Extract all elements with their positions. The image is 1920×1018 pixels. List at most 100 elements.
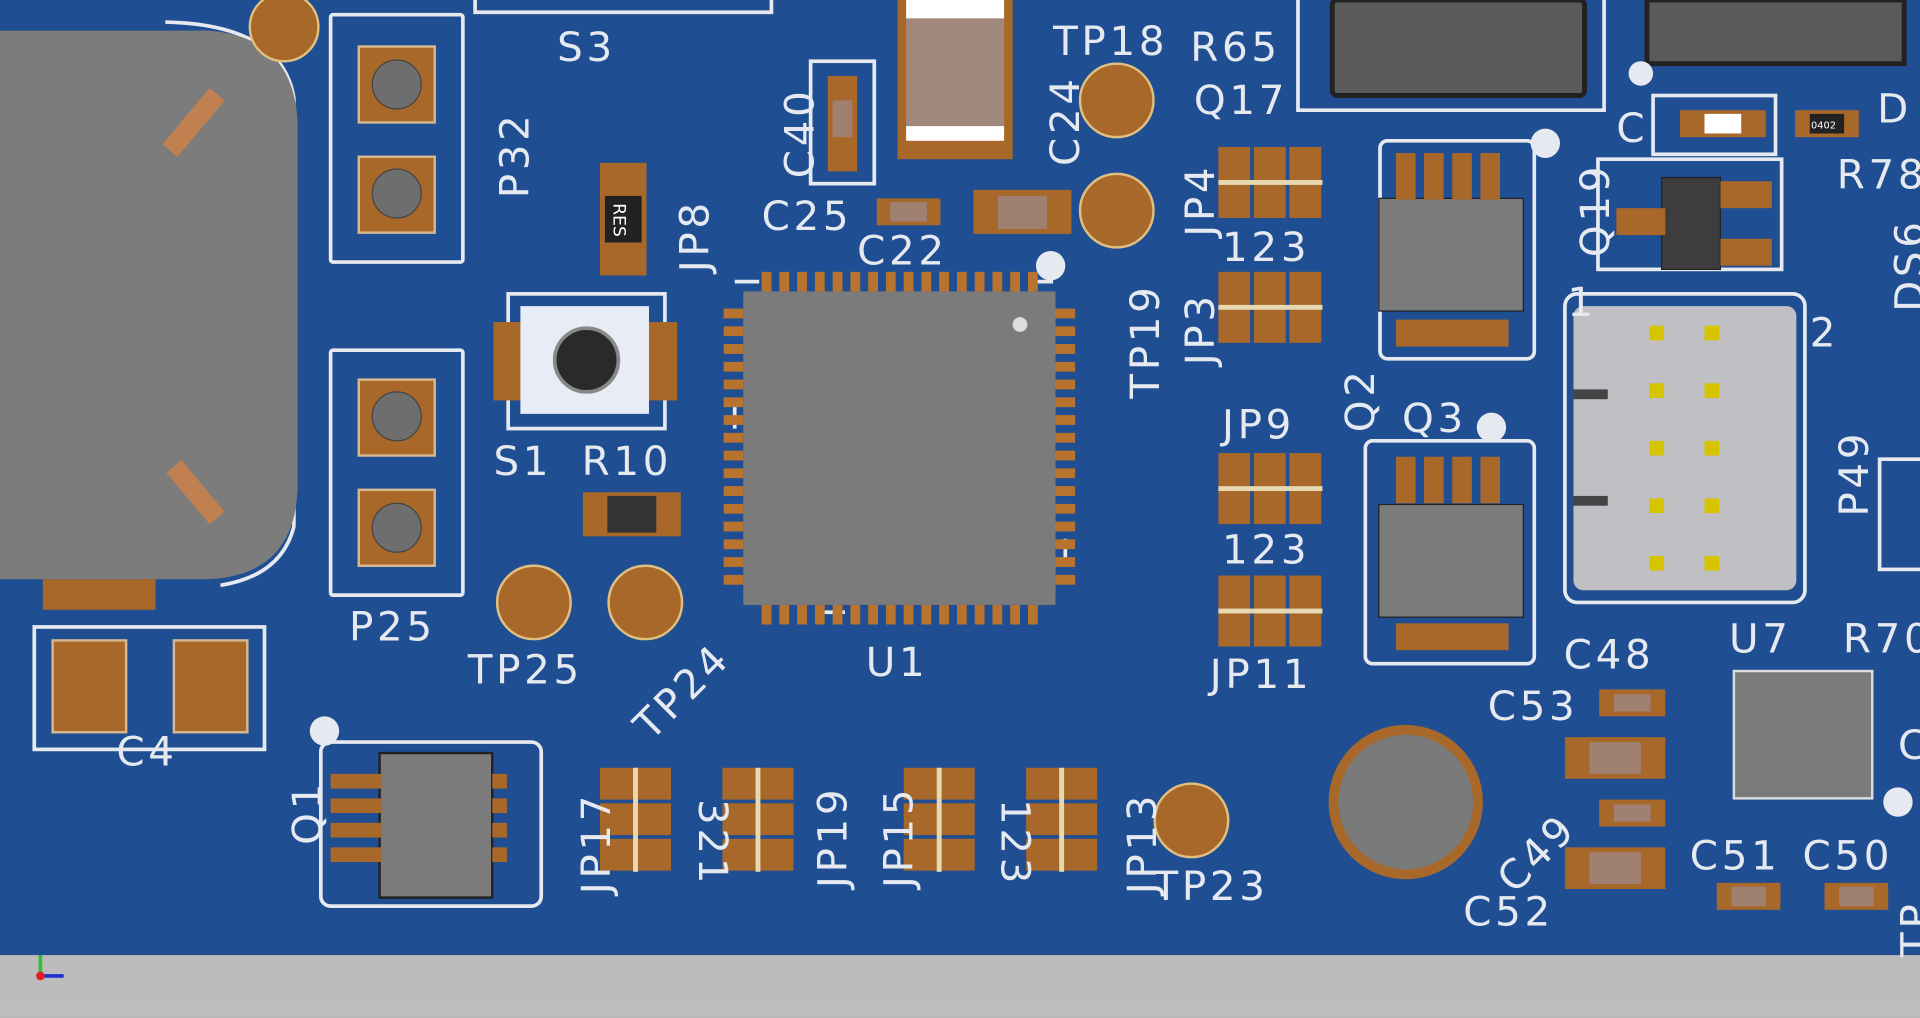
u1-pin: [723, 415, 744, 425]
fet-pin: [1424, 153, 1444, 200]
connector-p49: [1573, 306, 1797, 591]
fet-pin: [1452, 456, 1472, 504]
label-c52: C52: [1463, 887, 1554, 936]
label-s3: S3: [557, 23, 616, 72]
label-c: C: [1898, 725, 1920, 765]
label-jp8: JP8: [670, 199, 719, 273]
label-c50: C50: [1802, 831, 1894, 880]
ic-bodies: [378, 0, 1907, 899]
u1-pin: [1027, 271, 1038, 292]
p49-pin: [1704, 383, 1720, 398]
u1-pin: [1055, 379, 1076, 390]
label-jp4: JP4: [1176, 163, 1224, 237]
u1-pin: [723, 397, 744, 408]
u1-pin: [903, 271, 914, 292]
u1-pin: [885, 604, 896, 625]
label-p25: P25: [348, 602, 436, 651]
u1-pin: [832, 604, 843, 625]
u1-pin: [723, 574, 744, 585]
label-r78: R78: [1836, 150, 1920, 199]
label-1: 1: [1567, 277, 1597, 326]
u1-pin: [939, 604, 949, 625]
u1-pin: [956, 271, 967, 292]
u1-pin: [1055, 397, 1076, 408]
label-c: C: [1616, 104, 1649, 152]
u1-pin: [1055, 503, 1076, 514]
passives: [582, 0, 1889, 910]
label-c4: C4: [116, 727, 178, 776]
u1-pin: [723, 486, 744, 496]
u1-pin: [723, 521, 744, 532]
u1-pin: [921, 604, 932, 625]
label-r70: R70: [1842, 614, 1920, 663]
u1-pin: [974, 604, 985, 625]
label-s1: S1: [493, 437, 553, 485]
fet-pin: [1395, 456, 1416, 504]
p49-pin: [1704, 325, 1720, 341]
u1-pin: [1055, 468, 1076, 479]
pads: [51, 45, 436, 734]
u1-pin: [1010, 271, 1021, 292]
u1-pin: [850, 271, 861, 292]
u1-pin: [939, 271, 949, 292]
q1-pin: [330, 847, 383, 863]
battery-holder: [0, 30, 298, 610]
label-jp3: JP3: [1176, 292, 1224, 366]
u1-pin: [1055, 326, 1076, 337]
label-c40: C40: [775, 87, 824, 179]
u1-pin: [1055, 432, 1076, 443]
u1-pin: [992, 604, 1003, 625]
u1-pin: [885, 271, 896, 292]
q1-pin: [330, 822, 383, 838]
label-jp9: JP9: [1222, 400, 1296, 449]
test-points: [248, 0, 1230, 859]
label-q17: Q17: [1193, 75, 1289, 124]
u1-pin: [1027, 604, 1038, 625]
u1-pin: [814, 271, 825, 292]
fet-tab: [1395, 623, 1509, 651]
u1-qfn: [743, 291, 1056, 605]
u1-pin: [1055, 574, 1076, 585]
p49-pin: [1649, 555, 1665, 571]
p49-pin: [1649, 383, 1665, 398]
u1-pin: [956, 604, 967, 625]
p49-pin: [1649, 498, 1665, 514]
u1-pin: [723, 344, 744, 354]
u1-pin: [797, 604, 807, 625]
label-tp19: TP19: [1120, 283, 1169, 399]
axis-triad-icon: [36, 955, 64, 981]
p49-pin: [1649, 325, 1665, 341]
u1-pin: [868, 271, 878, 292]
label-u7: U7: [1728, 614, 1792, 663]
label-321: 321: [689, 798, 738, 888]
fet-pin: [1395, 153, 1416, 200]
u1-pin: [1055, 557, 1076, 567]
p49-pin: [1649, 440, 1665, 456]
p49-pin: [1704, 498, 1720, 514]
u1-pin: [1055, 361, 1076, 372]
u1-pin: [1055, 308, 1076, 319]
label-q1: Q1: [282, 780, 331, 845]
u1-pin: [1055, 486, 1076, 496]
u1-pin: [1055, 539, 1076, 550]
label-r65: R65: [1190, 23, 1281, 72]
label-u1: U1: [865, 637, 929, 686]
label-ds6: DS6: [1885, 218, 1920, 312]
label-jp17: JP17: [572, 791, 620, 895]
label-jp19: JP19: [808, 785, 857, 889]
q19-pad: [1616, 208, 1666, 236]
p49-pin: [1704, 440, 1720, 456]
jp8-mark: RES: [608, 203, 628, 237]
q19-pad: [1720, 181, 1772, 209]
u1-pin: [723, 379, 744, 390]
label-tp: TP: [1891, 900, 1920, 957]
fet-pin: [1480, 153, 1501, 200]
u1-pin: [723, 468, 744, 479]
u1-pin: [723, 450, 744, 461]
label-c53: C53: [1487, 682, 1579, 730]
fiducials: [309, 61, 1913, 817]
u1-pin: [850, 604, 861, 625]
u1-pin: [723, 308, 744, 319]
label-q3: Q3: [1402, 394, 1467, 443]
